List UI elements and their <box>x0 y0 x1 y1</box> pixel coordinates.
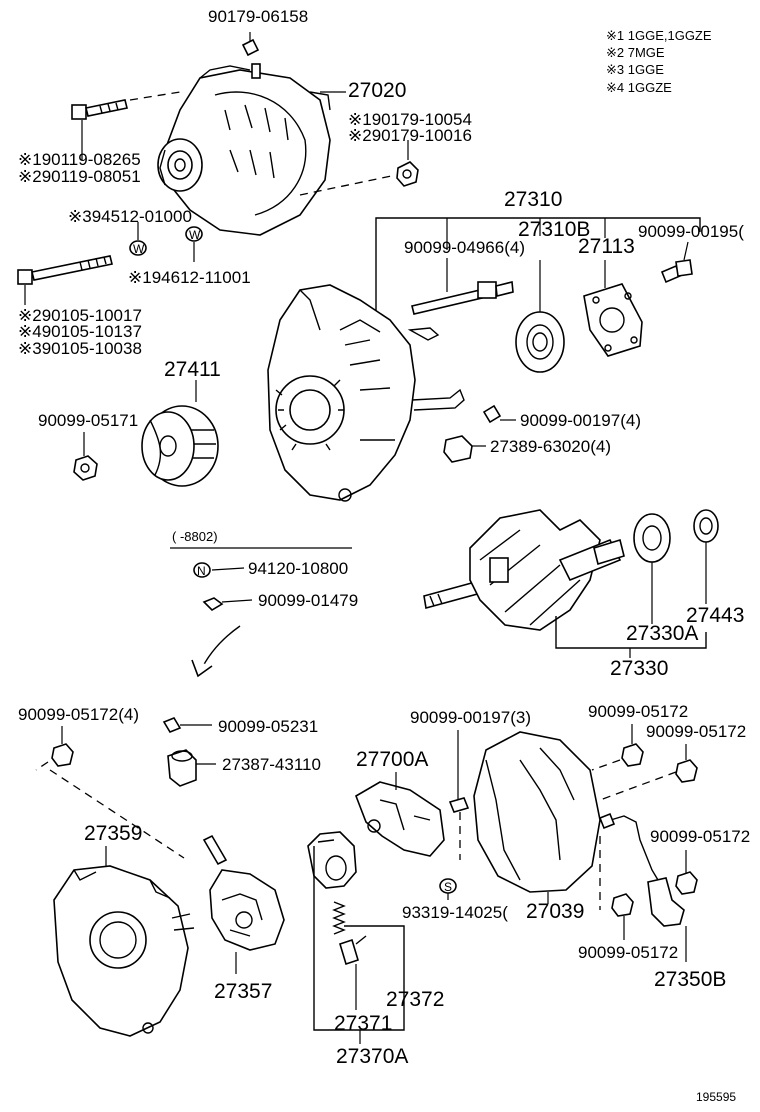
rectifier-holder-icon <box>202 834 285 951</box>
arrow-icon <box>191 625 241 678</box>
svg-text:S: S <box>444 880 452 894</box>
part-label: 27411 <box>164 358 221 381</box>
washer-small-icon <box>202 597 224 612</box>
part-label: 90099-01479 <box>258 591 358 610</box>
part-label: ※394512-01000 <box>68 207 192 226</box>
part-label: 90099-05172 <box>646 722 746 741</box>
rotor-icon <box>423 509 625 631</box>
spacer-s-icon: S <box>439 878 457 894</box>
part-label: 27700A <box>356 748 428 771</box>
part-label: 27020 <box>348 79 406 102</box>
part-label: 90099-05171 <box>38 411 138 430</box>
top-fasteners: W W <box>17 32 419 305</box>
part-label: 90099-00195( <box>638 222 744 241</box>
washer-icon: W <box>129 240 147 256</box>
part-label: ※190119-08265 <box>18 150 141 169</box>
svg-text:W: W <box>189 228 201 242</box>
part-label: 90099-05172(4) <box>18 705 139 724</box>
clip-icon <box>241 38 260 57</box>
rectifier-end-frame <box>53 865 195 1037</box>
part-label: 90099-00197(4) <box>520 411 641 430</box>
nut-icon <box>621 743 644 767</box>
legend-line-1: ※1 1GGE,1GGZE <box>606 28 712 43</box>
bolt-icon <box>71 99 128 120</box>
part-label: ※290179-10016 <box>348 126 472 145</box>
bearing-cover-icon <box>693 509 719 543</box>
legend-line-4: ※4 1GGZE <box>606 80 672 95</box>
rotor-bearing-icon <box>633 513 671 563</box>
nut-icon <box>51 743 74 767</box>
legend: ※1 1GGE,1GGZE ※2 7MGE ※3 1GGE ※4 1GGZE <box>606 28 712 95</box>
part-label: 27039 <box>526 900 584 923</box>
rear-cover-icon <box>473 731 601 893</box>
part-label: 90099-05172 <box>588 702 688 721</box>
brush-icon <box>339 935 367 966</box>
part-label: 27310 <box>504 188 562 211</box>
washer-icon: W <box>185 226 203 242</box>
part-label: 27113 <box>578 235 635 258</box>
part-label: ※390105-10038 <box>18 339 142 358</box>
clip-icon <box>162 717 182 733</box>
part-label: 27387-43110 <box>222 755 321 774</box>
part-label: 27370A <box>336 1045 408 1068</box>
part-label: 94120-10800 <box>248 559 348 578</box>
part-label: ※194612-11001 <box>128 268 251 287</box>
nut-icon <box>396 161 419 187</box>
part-label: 27330 <box>610 657 668 680</box>
part-label: 90099-05172 <box>650 827 750 846</box>
part-label: 90179-06158 <box>208 7 308 26</box>
part-label: 27359 <box>84 822 142 845</box>
date-range-label: ( -8802) <box>172 529 218 544</box>
alternator-assembly <box>157 63 331 236</box>
part-label: 27357 <box>214 980 272 1003</box>
screw-icon <box>448 797 470 813</box>
stud-bolt-icon <box>411 280 514 315</box>
svg-text:W: W <box>133 242 145 256</box>
nut-icon <box>675 871 698 895</box>
part-label: ※190179-10054 <box>348 110 472 129</box>
bearing-icon <box>515 311 565 373</box>
part-label: 27350B <box>654 968 726 991</box>
nut-icon <box>675 759 698 783</box>
part-label: ※290119-08051 <box>18 167 141 186</box>
figure-number: 195595 <box>696 1090 736 1104</box>
spring-icon <box>332 901 346 935</box>
insulator-icon <box>443 435 473 463</box>
part-label: 27389-63020(4) <box>490 437 611 456</box>
regulator-icon <box>355 781 445 857</box>
part-label: 90099-04966(4) <box>404 238 525 257</box>
drive-end-frame <box>267 284 465 502</box>
screw-icon <box>482 404 502 424</box>
part-label: 27310B <box>518 218 590 241</box>
part-label: 90099-05231 <box>218 717 318 736</box>
part-label: 90099-05172 <box>578 943 678 962</box>
long-bolt-icon <box>17 255 113 285</box>
part-label: 93319-14025( <box>402 903 508 922</box>
pulley-icon <box>141 405 219 487</box>
nut-n-icon: N <box>193 562 211 578</box>
svg-text:N: N <box>197 564 206 578</box>
retainer-plate-icon <box>583 283 643 357</box>
brush-holder-icon <box>307 831 357 889</box>
terminal-lead-icon <box>598 812 659 881</box>
nut-icon <box>611 893 634 917</box>
part-label: ※290105-10017 <box>18 306 142 325</box>
pulley-nut-icon <box>73 455 98 481</box>
terminal-icon <box>647 877 685 927</box>
legend-line-3: ※3 1GGE <box>606 62 664 77</box>
part-label: 90099-00197(3) <box>410 708 531 727</box>
part-label: 27371 <box>334 1012 392 1035</box>
terminal-insulator-icon <box>167 749 197 787</box>
part-label: ※490105-10137 <box>18 322 142 341</box>
legend-line-2: ※2 7MGE <box>606 45 665 60</box>
screw-icon <box>660 259 693 284</box>
part-label: 27443 <box>686 604 744 627</box>
part-label: 27372 <box>386 988 444 1011</box>
part-label: 27330A <box>626 622 698 645</box>
